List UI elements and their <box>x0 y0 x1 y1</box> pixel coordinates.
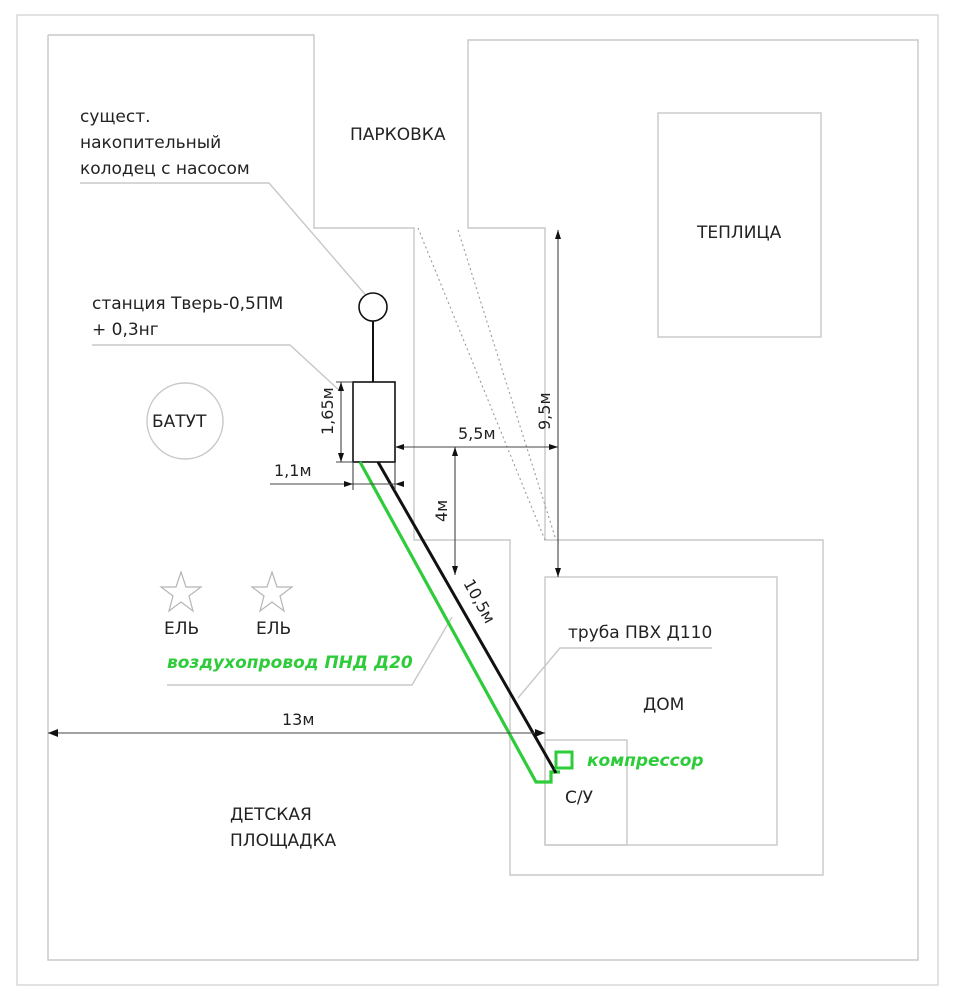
greenhouse-outline <box>657 112 822 338</box>
arrowhead <box>395 444 404 450</box>
playground-label-line-2: ПЛОЩАДКА <box>230 831 337 851</box>
air-duct-leader-line <box>167 616 453 686</box>
arrowhead <box>395 481 404 487</box>
parking-label: ПАРКОВКА <box>350 125 446 145</box>
air-duct-pipe <box>358 461 560 784</box>
trampoline-circle <box>146 382 224 460</box>
arrowhead <box>344 481 353 487</box>
trampoline-label: БАТУТ <box>152 412 207 432</box>
tree-star-icon <box>159 570 203 613</box>
plot-outline <box>47 34 919 961</box>
well-circle <box>358 292 388 322</box>
arrowhead <box>555 230 561 239</box>
arrowhead <box>338 382 344 391</box>
well-label-line-3: колодец с насосом <box>80 159 250 179</box>
station-label-line-2: + 0,3нг <box>92 320 159 340</box>
house-label: ДОМ <box>643 695 684 715</box>
parking-dotted-line <box>417 227 546 541</box>
house-outline <box>544 576 778 846</box>
pipe-length-label: 10,5м <box>460 576 500 627</box>
arrowhead <box>338 453 344 462</box>
dim-station-height-label: 1,65м <box>318 387 337 435</box>
bathroom-label: С/У <box>565 788 594 808</box>
bathroom-outline <box>544 739 628 846</box>
dim-5-5m-label: 5,5м <box>458 424 496 443</box>
well-leader-line <box>80 182 371 301</box>
well-label-line-2: накопительный <box>80 133 221 153</box>
well-label-line-1: сущест. <box>80 107 151 127</box>
pvc-pipe <box>376 461 558 774</box>
arrowhead <box>555 568 561 577</box>
compressor-label: компрессор <box>587 751 704 771</box>
greenhouse-label: ТЕПЛИЦА <box>696 223 782 243</box>
playground-label-line-1: ДЕТСКАЯ <box>230 805 312 825</box>
dim-4m-label: 4м <box>432 500 451 522</box>
dim-13m-label: 13м <box>282 710 314 729</box>
arrowhead <box>452 566 458 575</box>
arrowhead <box>549 444 558 450</box>
air-duct-label: воздухопровод ПНД Д20 <box>167 653 413 673</box>
pvc-pipe-leader-line <box>517 647 712 699</box>
station-label-line-1: станция Тверь-0,5ПМ <box>92 294 283 314</box>
parking-dotted-line <box>457 229 557 541</box>
arrowhead <box>452 447 458 456</box>
tree-star-icon <box>250 570 294 613</box>
pvc-pipe-label: труба ПВХ Д110 <box>568 623 712 643</box>
tree-label: ЕЛЬ <box>256 619 291 639</box>
arrowhead <box>48 729 58 737</box>
tree-label: ЕЛЬ <box>164 619 199 639</box>
drawing-frame <box>16 14 939 986</box>
dim-9-5m-label: 9,5м <box>535 392 554 430</box>
arrowhead <box>535 729 545 737</box>
station-leader-line <box>92 344 341 392</box>
dim-station-width-label: 1,1м <box>274 461 312 480</box>
treatment-station <box>352 381 396 463</box>
compressor-box <box>554 750 574 770</box>
